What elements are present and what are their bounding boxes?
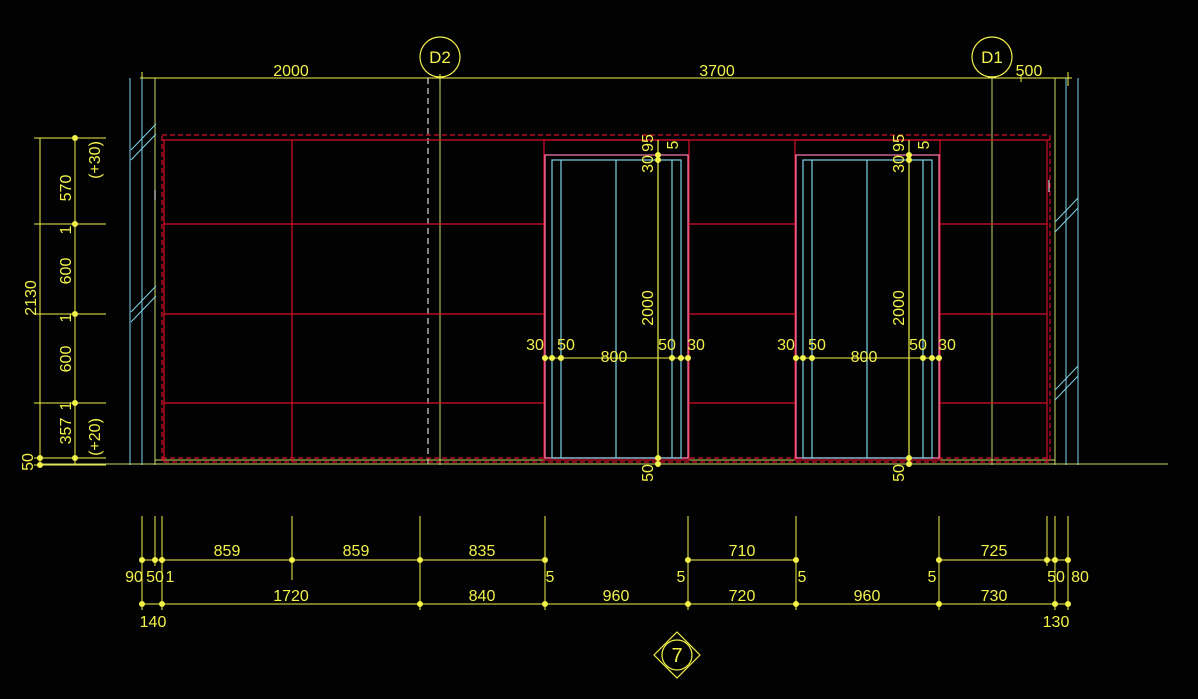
door-left-dim-5: 5 <box>665 140 682 149</box>
bottom-dims-row2: 1720 840 960 720 960 730 140 130 <box>140 588 1070 631</box>
grid-label-d2: D2 <box>429 48 451 67</box>
wall-panel-grid <box>161 134 1051 463</box>
door-left-height: 2000 <box>640 290 657 326</box>
dim-1-b: 1 <box>58 313 75 322</box>
door-left-w-50b: 50 <box>658 337 676 354</box>
grid-label-d1: D1 <box>981 48 1003 67</box>
b1-859a: 859 <box>214 543 241 560</box>
b2-1720: 1720 <box>273 588 309 605</box>
b2-140: 140 <box>140 614 167 631</box>
b1-835: 835 <box>469 543 496 560</box>
dim-1-c: 1 <box>58 401 75 410</box>
b1-725: 725 <box>981 543 1008 560</box>
b1-5c: 5 <box>798 569 807 586</box>
door-left-bottom-50: 50 <box>640 464 657 482</box>
b2-960a: 960 <box>603 588 630 605</box>
door-right-bottom-50: 50 <box>891 464 908 482</box>
door-left <box>543 139 690 464</box>
door-left-dim-30: 30 <box>640 155 657 173</box>
door-right-w-50a: 50 <box>808 337 826 354</box>
door-left-dim-95: 95 <box>640 134 657 152</box>
top-dim-500: 500 <box>1016 63 1043 80</box>
door-right-height: 2000 <box>891 290 908 326</box>
door-left-dims: 30 95 5 2000 30 50 800 50 30 50 <box>526 134 705 482</box>
door-right <box>794 139 941 464</box>
b1-50: 50 <box>146 569 164 586</box>
b1-80: 80 <box>1071 569 1089 586</box>
b2-130: 130 <box>1043 614 1070 631</box>
left-dims: 570 (+30) 1 600 1 600 1 357 (+20) 50 213… <box>20 141 104 471</box>
door-left-w-50a: 50 <box>557 337 575 354</box>
b1-859b: 859 <box>343 543 370 560</box>
grid-bubble-d1: D1 <box>971 36 1013 78</box>
dimension-lines <box>34 135 1071 610</box>
door-right-w-30a: 30 <box>777 337 795 354</box>
b1-90: 90 <box>125 569 143 586</box>
door-right-w-800: 800 <box>851 349 878 366</box>
grid-bubble-d2: D2 <box>419 36 461 78</box>
top-dim-2000: 2000 <box>273 63 309 80</box>
dim-50-floor: 50 <box>20 453 37 471</box>
top-dim-3700: 3700 <box>699 63 735 80</box>
door-right-w-50b: 50 <box>909 337 927 354</box>
door-left-w-30b: 30 <box>687 337 705 354</box>
b1-5a: 5 <box>546 569 555 586</box>
b2-840: 840 <box>469 588 496 605</box>
b1-710: 710 <box>729 543 756 560</box>
b2-720: 720 <box>729 588 756 605</box>
door-right-dim-95: 95 <box>891 134 908 152</box>
b1-1: 1 <box>166 569 175 586</box>
b2-960b: 960 <box>854 588 881 605</box>
b2-730: 730 <box>981 588 1008 605</box>
section-mark: 7 <box>653 631 701 679</box>
bottom-dims-row1: 90 50 1 859 859 835 5 5 710 5 5 725 50 8… <box>125 543 1089 586</box>
dim-600-a: 600 <box>58 258 75 285</box>
dim-plus30: (+30) <box>87 141 104 179</box>
dim-570: 570 <box>58 175 75 202</box>
door-right-dim-30: 30 <box>891 155 908 173</box>
section-mark-label: 7 <box>671 645 682 667</box>
door-right-w-30b: 30 <box>938 337 956 354</box>
dim-plus20: (+20) <box>87 418 104 456</box>
b1-5b: 5 <box>677 569 686 586</box>
b1-5d: 5 <box>928 569 937 586</box>
dim-357: 357 <box>58 418 75 445</box>
structure-lines <box>38 72 1168 465</box>
dim-1-a: 1 <box>58 225 75 234</box>
b1-50r: 50 <box>1047 569 1065 586</box>
door-left-w-800: 800 <box>601 349 628 366</box>
dim-600-b: 600 <box>58 346 75 373</box>
door-right-dim-5: 5 <box>916 140 933 149</box>
door-right-dims: 30 95 5 2000 30 50 800 50 30 50 <box>777 134 956 482</box>
door-left-w-30a: 30 <box>526 337 544 354</box>
dim-2130: 2130 <box>23 280 40 316</box>
